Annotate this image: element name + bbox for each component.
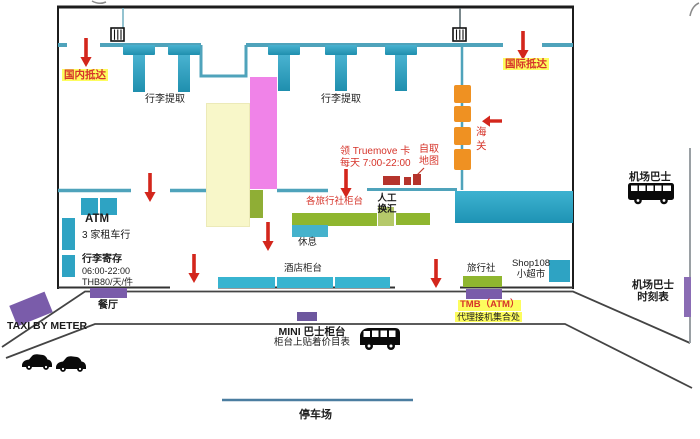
taxi-by-meter-label: TAXI BY METER (7, 320, 88, 332)
car-rental-counter (62, 218, 75, 250)
sim-counter-box (383, 176, 400, 185)
arrow-down-icon (517, 31, 529, 60)
luggage-storage-hours: 06:00-22:00 (82, 266, 131, 276)
restaurant-booth (90, 288, 127, 298)
sim-counter-line2: 每天 7:00-22:00 (340, 157, 411, 169)
crop-artifact (91, 0, 107, 5)
tmb-atm-label: TMB（ATM） (458, 299, 522, 311)
sim-counter-line1: 领 Truemove 卡 (340, 146, 411, 157)
bus-schedule-line2: 时刻表 (637, 291, 669, 304)
shop108-label: Shop108 小超市 (510, 258, 552, 281)
sim-counter-label: 领 Truemove 卡 每天 7:00-22:00 (340, 146, 411, 169)
minibus-line1: MINI 巴士柜台 (278, 326, 346, 338)
customs-label: 海关 (476, 126, 487, 152)
travel-agency-booth (463, 276, 502, 287)
customs-booth (454, 127, 471, 145)
travel-agency-counter (396, 213, 430, 225)
taxi-car-icon (22, 354, 52, 370)
travel-agency-booth-label: 旅行社 (467, 263, 496, 274)
arrow-down-icon (340, 169, 352, 198)
hotel-counter (277, 277, 333, 288)
car-rental-label: 3 家租车行 (82, 230, 131, 241)
pink-hall (250, 77, 277, 189)
customs-booth (454, 106, 471, 122)
customs-booth (454, 149, 471, 170)
tmb-meeting-label: 代理接机集合处 (455, 312, 523, 323)
olive-kiosk (250, 190, 263, 218)
escalator-icon (110, 27, 125, 42)
restaurant-label: 餐厅 (98, 300, 118, 311)
arrow-down-icon (262, 222, 274, 251)
travel-agency-counter (292, 213, 377, 226)
shop108-line1: Shop108 (511, 258, 551, 269)
international-arrivals-label: 国际抵达 (503, 58, 549, 71)
baggage-claim-label: 行李提取 (145, 94, 185, 105)
domestic-arrivals-label: 国内抵达 (62, 69, 108, 82)
bus-schedule-board (684, 277, 691, 317)
baggage-claim-label: 行李提取 (321, 94, 361, 105)
luggage-storage-title: 行李寄存 (82, 254, 122, 265)
currency-exchange-label: 人工 换汇 (374, 193, 400, 216)
exit-corridor-belt (455, 191, 573, 223)
minibus-counter-label: MINI 巴士柜台 柜台上贴着价目表 (262, 326, 362, 349)
arrow-down-icon (188, 254, 200, 283)
exchange-line2: 换汇 (377, 203, 397, 215)
minibus-line2: 柜台上贴着价目表 (273, 337, 350, 349)
arrow-left-icon (482, 115, 502, 127)
taxi-car-icon (56, 356, 86, 372)
atm-label: ATM (85, 213, 110, 225)
shop108-minimart (549, 260, 570, 282)
tmb-meeting-point (466, 289, 502, 299)
exchange-line1: 人工 (377, 193, 397, 204)
bus-schedule-line1: 机场巴士 (632, 279, 674, 291)
free-maps-line2: 地图 (419, 155, 439, 167)
airport-bus-icon (628, 183, 674, 205)
luggage-storage-counter (62, 255, 75, 277)
exchange-booth (378, 207, 394, 226)
escalator-icon (452, 27, 467, 42)
map-stand-box (404, 177, 411, 185)
pale-yellow-hall (206, 103, 250, 227)
free-maps-line1: 自取 (419, 144, 439, 155)
shop108-line2: 小超市 (516, 268, 546, 280)
atm-machine (81, 198, 98, 215)
baggage-carousel (123, 45, 417, 92)
luggage-storage-price: THB80/天/件 (82, 277, 134, 287)
map-stand-box (413, 174, 421, 185)
atm-machine (100, 198, 117, 215)
minibus-counter-booth (297, 312, 317, 321)
rest-area (292, 225, 328, 237)
free-maps-label: 自取 地图 (419, 144, 439, 167)
bus-schedule-label: 机场巴士 时刻表 (624, 279, 682, 303)
terminal-outline (57, 5, 574, 289)
hotel-counter-label: 酒店柜台 (284, 263, 323, 274)
customs-booth (454, 85, 471, 103)
hotel-counter (218, 277, 275, 288)
travel-agencies-label: 各旅行社柜台 (306, 196, 364, 207)
arrow-down-icon (144, 173, 156, 202)
rest-area-label: 休息 (298, 237, 318, 248)
mini-bus-icon (360, 328, 400, 350)
arrow-down-icon (430, 259, 442, 288)
hotel-counter (335, 277, 390, 288)
airport-bus-label: 机场巴士 (629, 171, 671, 183)
arrow-down-icon (80, 38, 92, 67)
parking-label: 停车场 (299, 409, 332, 421)
crop-artifact (689, 2, 700, 17)
